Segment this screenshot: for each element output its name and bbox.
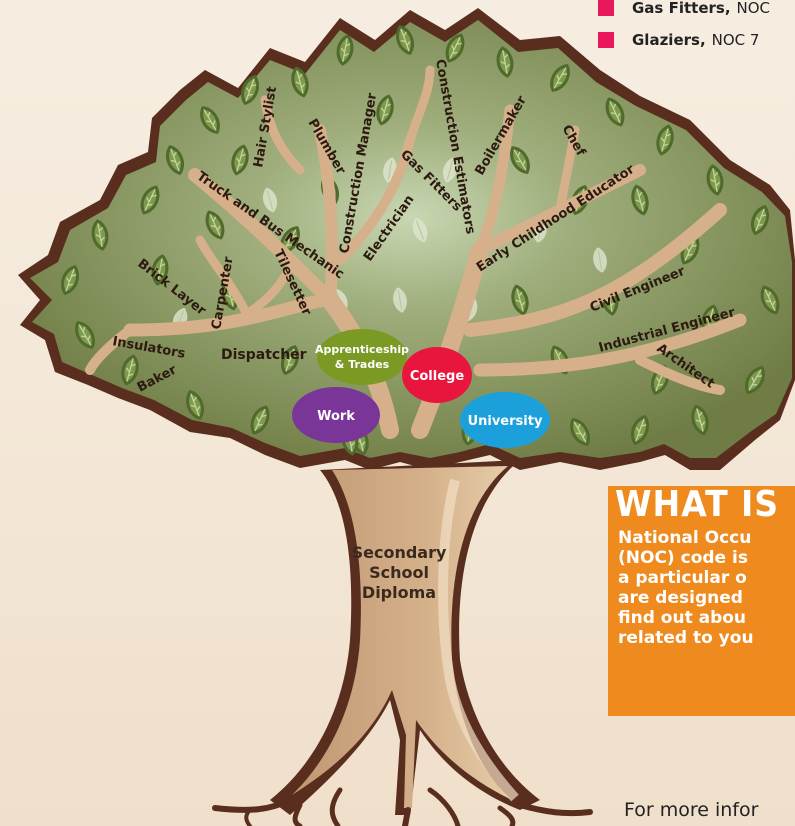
svg-text:Work: Work <box>317 409 355 424</box>
occupation-bullet-list: Gas Fitters, NOC Glaziers, NOC 7 <box>598 0 770 56</box>
pathway-work: Work <box>292 387 380 443</box>
list-item-title: Gas Fitters, <box>632 0 731 17</box>
info-line: related to you <box>618 628 754 648</box>
roots <box>212 787 593 826</box>
info-box-text: National Occu (NOC) code is a particular… <box>618 528 795 648</box>
info-box-title: WHAT IS <box>615 486 780 525</box>
list-item: Gas Fitters, NOC <box>598 0 770 24</box>
list-item-code: NOC 7 <box>711 31 760 49</box>
occupation-dispatcher: Dispatcher <box>221 347 307 363</box>
svg-text:& Trades: & Trades <box>335 358 390 371</box>
info-line: a particular o <box>618 568 747 588</box>
list-item-title: Glaziers, <box>632 31 706 49</box>
pathway-college: College <box>402 347 472 403</box>
svg-text:University: University <box>468 414 543 429</box>
svg-text:Diploma: Diploma <box>362 583 436 602</box>
info-line: find out abou <box>618 608 747 628</box>
list-item: Glaziers, NOC 7 <box>598 24 770 56</box>
pathway-apprenticeship: Apprenticeship & Trades <box>315 329 409 385</box>
info-line: are designed <box>618 588 743 608</box>
branches <box>85 65 747 439</box>
pathway-university: University <box>460 392 550 448</box>
svg-text:Apprenticeship: Apprenticeship <box>315 343 409 356</box>
list-item-code: NOC <box>736 0 771 17</box>
svg-text:College: College <box>410 369 465 384</box>
trunk <box>270 460 540 815</box>
bullet-square-icon <box>598 0 614 16</box>
trunk-label: Secondary School Diploma <box>352 543 447 602</box>
bullet-square-icon <box>598 32 614 48</box>
svg-text:Secondary: Secondary <box>352 543 447 562</box>
info-line: (NOC) code is <box>618 548 748 568</box>
svg-text:School: School <box>369 563 429 582</box>
info-line: National Occu <box>618 528 752 548</box>
noc-info-box: WHAT IS National Occu (NOC) code is a pa… <box>608 486 795 716</box>
more-info-text: For more infor <box>624 799 759 821</box>
